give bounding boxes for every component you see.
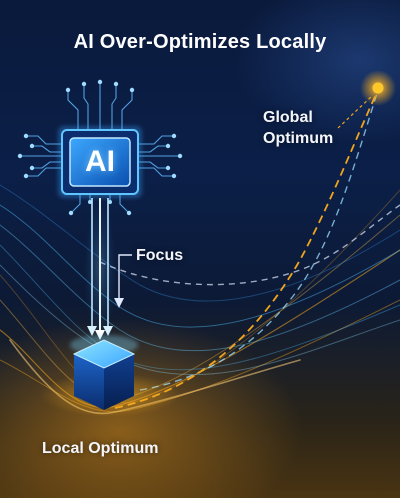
global-optimum-label: Global Optimum: [263, 107, 353, 149]
focus-beams: [84, 198, 116, 340]
ai-chip: [58, 126, 142, 198]
global-optimum-label-text: Global Optimum: [263, 109, 334, 147]
focus-label-connector: [118, 254, 132, 305]
local-optimum-label: Local Optimum: [42, 440, 159, 457]
landscape-curves-blue: [0, 184, 400, 376]
ai-chip-label: AI: [85, 145, 115, 178]
global-optimum-point: [372, 82, 384, 94]
focus-arrow-head: [114, 298, 124, 308]
focus-label: Focus: [136, 247, 184, 264]
global-path: [114, 89, 379, 409]
diagram-title: AI Over-Optimizes Locally: [73, 31, 327, 53]
local-optimum-cube: [70, 335, 138, 410]
circuit-nodes: [17, 79, 183, 216]
